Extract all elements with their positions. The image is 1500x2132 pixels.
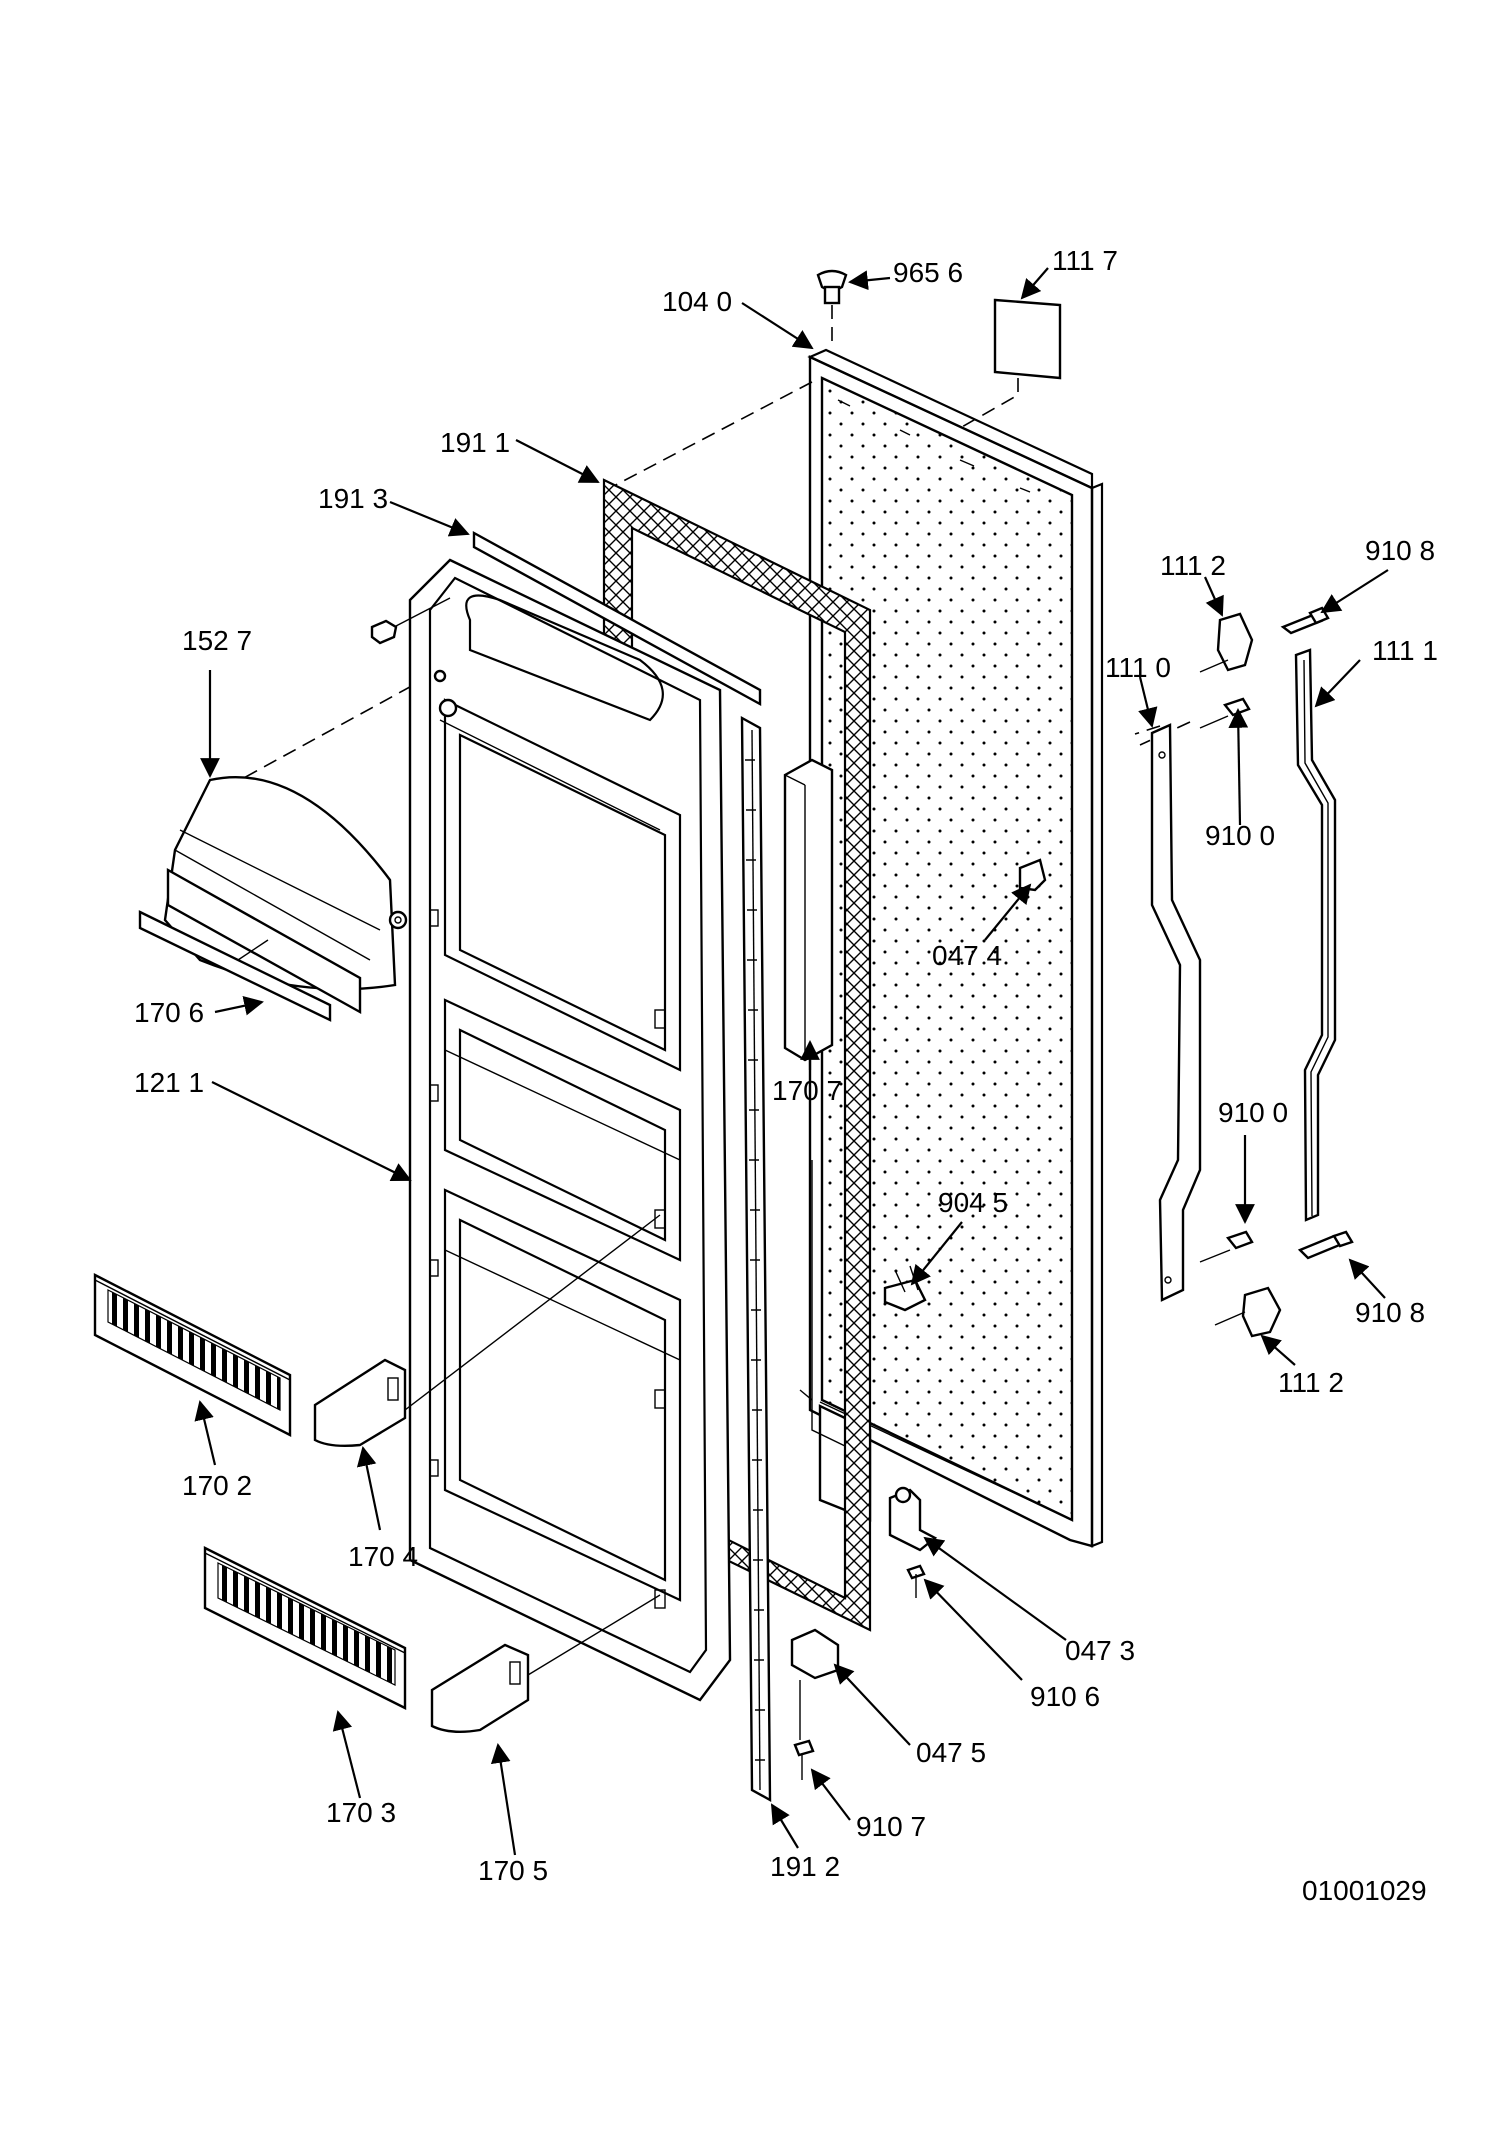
leader-lines xyxy=(194,267,1389,1856)
callout-9106: 910 6 xyxy=(1030,1681,1100,1712)
callout-1706: 170 6 xyxy=(134,997,204,1028)
shelf-end-cap-upper xyxy=(313,1214,661,1448)
callout-9045: 904 5 xyxy=(938,1187,1008,1218)
door-shelf-lower xyxy=(203,1546,407,1710)
callout-1913: 191 3 xyxy=(318,483,388,514)
handle-inner xyxy=(1150,723,1202,1302)
callout-1111: 111 1 xyxy=(1372,635,1438,666)
dairy-door xyxy=(163,775,408,1015)
callout-0474: 047 4 xyxy=(932,940,1002,971)
callout-1110: 111 0 xyxy=(1105,652,1171,683)
dairy-trim xyxy=(138,910,332,1022)
retainer-strip-top xyxy=(472,530,762,707)
callout-1707: 170 7 xyxy=(772,1075,842,1106)
callout-9108-top: 910 8 xyxy=(1365,535,1435,566)
hinge-0475 xyxy=(790,1628,840,1740)
callout-0473: 047 3 xyxy=(1065,1635,1135,1666)
callout-1040: 104 0 xyxy=(662,286,732,317)
screw-9100-bottom xyxy=(1199,1230,1254,1263)
screw-9100-top xyxy=(1199,697,1251,729)
callout-1527: 152 7 xyxy=(182,625,252,656)
gasket-strip-side xyxy=(740,715,772,1803)
label-plate xyxy=(959,298,1062,429)
door-shelf-upper xyxy=(93,1273,292,1437)
callout-1705: 170 5 xyxy=(478,1855,548,1886)
callout-9656: 965 6 xyxy=(893,257,963,288)
callout-1112-top: 111 2 xyxy=(1160,550,1226,581)
screw-9107 xyxy=(793,1739,815,1780)
callout-1912: 191 2 xyxy=(770,1851,840,1882)
callout-1911: 191 1 xyxy=(440,427,510,458)
callout-1211: 121 1 xyxy=(134,1067,204,1098)
inner-door-liner xyxy=(408,558,732,1702)
liner-screw xyxy=(370,597,451,645)
screw-9106 xyxy=(906,1564,926,1598)
handle-cap-bottom xyxy=(1214,1286,1282,1338)
screw-9108-top xyxy=(1280,606,1330,635)
callout-9100-top: 910 0 xyxy=(1205,820,1275,851)
handle-outer xyxy=(1294,648,1337,1222)
hinge-0473 xyxy=(888,1486,938,1552)
drawing-number: 01001029 xyxy=(1302,1875,1427,1906)
callout-0475: 047 5 xyxy=(916,1737,986,1768)
callout-1117: 111 7 xyxy=(1052,245,1118,276)
shelf-end-cap-lower xyxy=(430,1594,661,1733)
callout-1704: 170 4 xyxy=(348,1541,418,1572)
callout-labels: 965 6 111 7 104 0 191 1 191 3 152 7 111 … xyxy=(134,245,1438,1906)
callout-1703: 170 3 xyxy=(326,1797,396,1828)
handle-cap-top xyxy=(1199,612,1254,673)
screw-9108-bottom xyxy=(1297,1230,1354,1260)
callout-9100-bottom: 910 0 xyxy=(1218,1097,1288,1128)
callout-1702: 170 2 xyxy=(182,1470,252,1501)
callout-9108-bottom: 910 8 xyxy=(1355,1297,1425,1328)
shelf-bar xyxy=(783,758,846,1447)
callout-9107: 910 7 xyxy=(856,1811,926,1842)
callout-1112-bottom: 111 2 xyxy=(1278,1367,1344,1398)
top-plug xyxy=(816,269,848,348)
